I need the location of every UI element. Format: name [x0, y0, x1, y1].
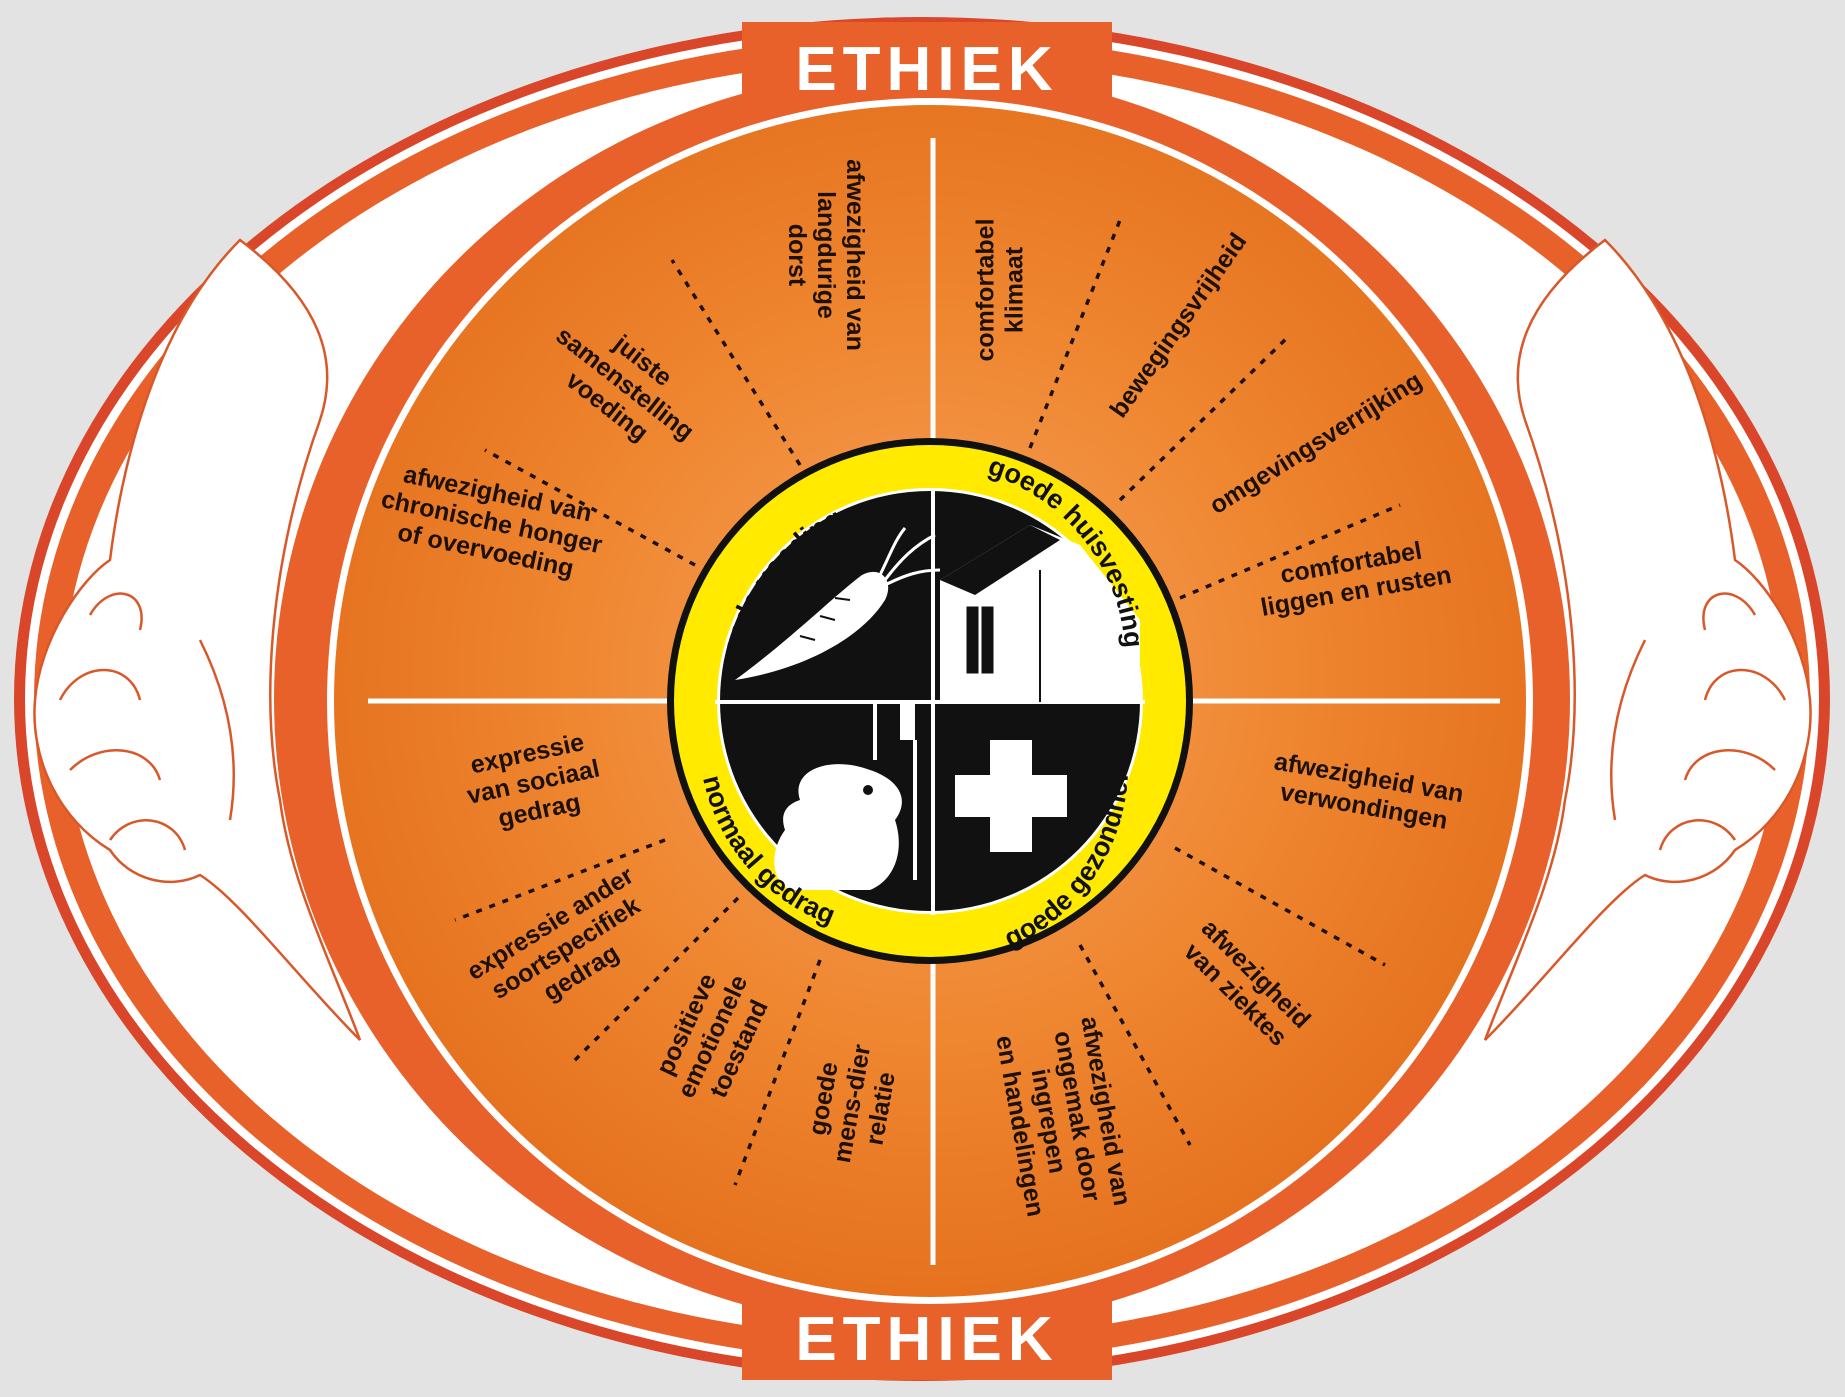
- criterion-line: klimaat: [1001, 246, 1029, 333]
- criterion-line: afwezigheid van: [841, 159, 869, 351]
- ethiek-top-label: ETHIEK: [795, 35, 1058, 104]
- criterion-line: dorst: [783, 224, 811, 287]
- criterion-line: langdurige: [812, 191, 840, 319]
- ethiek-bottom-label: ETHIEK: [795, 1305, 1058, 1374]
- criterion-line: comfortabel: [972, 218, 1000, 361]
